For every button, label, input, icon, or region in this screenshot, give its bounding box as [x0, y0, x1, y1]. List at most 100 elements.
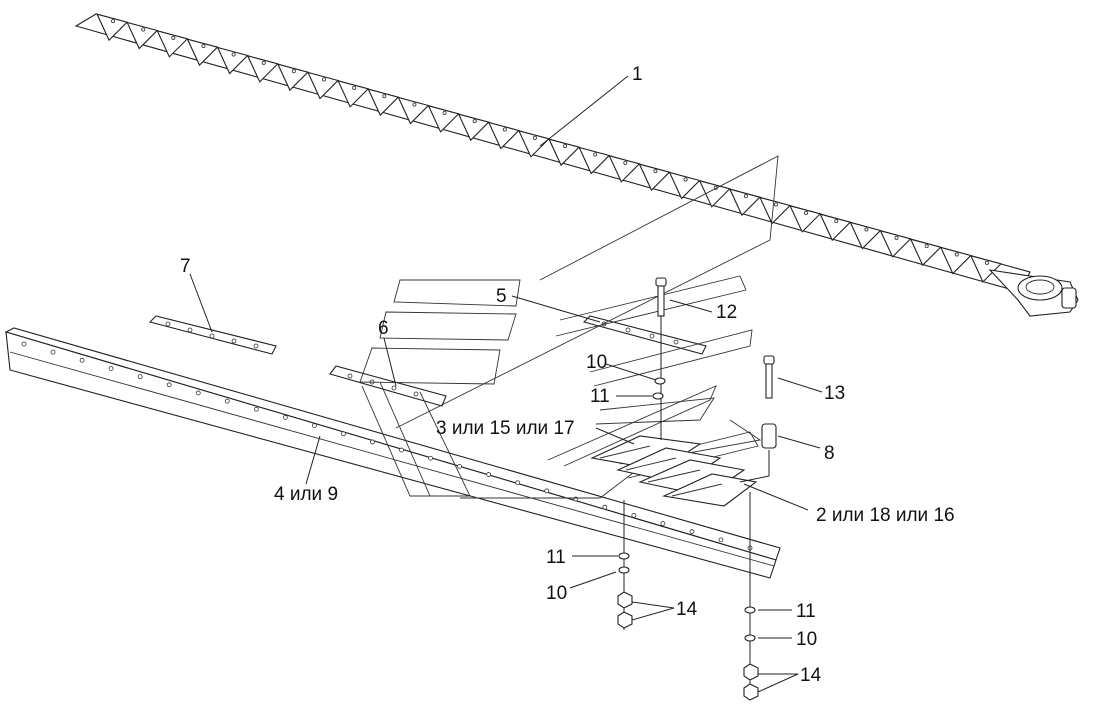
knife-section: [578, 146, 611, 175]
rivet-hole: [593, 152, 598, 157]
bar-hole: [137, 374, 143, 380]
callout-3-15-17: 3 или 15 или 17: [436, 418, 575, 439]
bar-hole: [311, 423, 317, 429]
rivet-hole: [984, 260, 989, 265]
callout-12: 12: [716, 302, 737, 323]
finger-guards: [590, 435, 758, 507]
bar-hole: [544, 488, 550, 494]
callout-2-18-16: 2 или 18 или 16: [816, 505, 955, 526]
rivet-hole: [442, 110, 447, 115]
knife-section: [307, 71, 340, 100]
rivet-hole: [261, 60, 266, 65]
rivet-hole: [502, 127, 507, 132]
callout-11-left: 11: [546, 547, 566, 568]
knife-section: [216, 46, 249, 75]
rivet-hole: [321, 77, 326, 82]
rivet-hole: [924, 244, 929, 249]
knife-section: [638, 163, 671, 192]
rivet-hole: [743, 194, 748, 199]
knife-section: [789, 204, 822, 233]
bar-hole: [166, 382, 172, 388]
bar-hole: [224, 398, 230, 404]
rivet-hole: [111, 19, 116, 24]
knife-section: [427, 104, 460, 133]
knife-section: [96, 13, 129, 42]
plate-6: [329, 365, 447, 407]
callout-11-right: 11: [796, 601, 816, 622]
finger-bar-holes: [21, 341, 753, 551]
bar-hole: [108, 366, 114, 371]
knife-bar-assembly: [74, 13, 1079, 317]
knife-sections: [96, 13, 1002, 283]
rivet-hole: [653, 169, 658, 174]
callout-6: 6: [378, 318, 389, 339]
callout-13: 13: [824, 383, 845, 404]
plate-7: [148, 315, 277, 355]
rivet-hole: [412, 102, 417, 107]
rivet-hole: [954, 252, 959, 257]
rivet-hole: [472, 119, 477, 124]
knife-section: [186, 38, 219, 67]
knife-section: [367, 88, 400, 117]
knife-section: [668, 171, 701, 200]
bar-hole: [689, 529, 695, 535]
rivet-hole: [683, 177, 688, 182]
bar-hole: [399, 447, 404, 453]
rivet-hole: [804, 210, 809, 215]
knife-head: [988, 269, 1079, 317]
finger-bar: [4, 327, 781, 579]
callout-10-right: 10: [796, 629, 817, 650]
rivet-hole: [141, 27, 146, 32]
rivet-hole: [231, 52, 236, 57]
bar-hole: [195, 390, 201, 396]
bar-hole: [660, 521, 666, 526]
knife-section: [728, 188, 761, 217]
bar-hole: [486, 472, 492, 477]
rivet-hole: [864, 227, 869, 232]
rivet-hole: [834, 219, 839, 224]
callout-11-upper: 11: [590, 386, 610, 407]
knife-section: [156, 29, 189, 58]
bar-hole: [457, 463, 463, 469]
rivet-hole: [201, 44, 206, 49]
callout-14-right: 14: [800, 665, 822, 686]
callout-10-upper: 10: [586, 352, 607, 373]
rivet-hole: [171, 35, 176, 40]
knife-section: [457, 113, 490, 142]
knife-section: [939, 246, 972, 275]
rivet-hole: [563, 144, 568, 149]
knife-section: [548, 138, 581, 167]
callout-labels: 1 7 5 12 6 10 13 11 3 или 15 или 17 8 4 …: [180, 64, 955, 686]
knife-section: [909, 238, 942, 267]
bar-hole: [515, 480, 521, 486]
bar-hole: [50, 349, 56, 355]
bar-hole: [253, 406, 259, 412]
knife-section: [397, 96, 430, 125]
bar-hole: [602, 504, 608, 510]
callout-4-9: 4 или 9: [274, 484, 338, 505]
knife-section: [487, 121, 520, 150]
knife-section: [819, 213, 852, 242]
fastener-stack-left: [617, 277, 667, 630]
callout-1: 1: [632, 64, 643, 85]
knife-section: [126, 21, 159, 50]
knife-section: [849, 221, 882, 250]
bar-hole: [631, 512, 637, 518]
callout-7: 7: [180, 256, 191, 277]
bar-hole: [718, 537, 724, 543]
knife-section: [246, 54, 279, 83]
rivet-hole: [382, 94, 387, 99]
rivet-hole: [291, 69, 296, 74]
rivet-hole: [352, 85, 357, 90]
knife-section: [759, 196, 792, 225]
callout-10-left: 10: [546, 583, 567, 604]
bar-hole: [341, 431, 346, 437]
rivet-hole: [894, 235, 899, 240]
rivet-hole: [532, 135, 537, 140]
plate-5: [582, 315, 707, 355]
bar-hole: [21, 341, 27, 347]
callout-5: 5: [496, 286, 507, 307]
knife-section: [879, 229, 912, 258]
knife-section: [337, 79, 370, 108]
